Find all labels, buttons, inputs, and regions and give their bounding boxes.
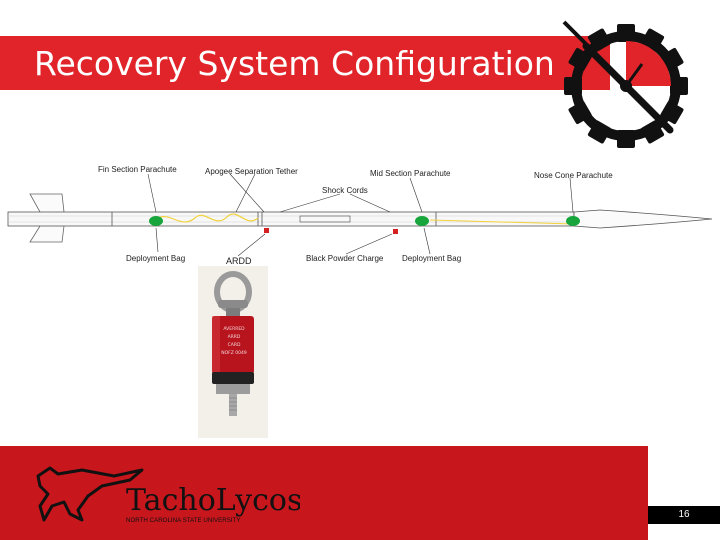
engraving-line-2: ARRD xyxy=(228,334,241,340)
mid-section-parachute-mark xyxy=(415,216,429,226)
logo-name: TachoLycos xyxy=(126,483,300,518)
logo-subtitle: NORTH CAROLINA STATE UNIVERSITY xyxy=(126,517,240,524)
gear-gauge-icon xyxy=(562,20,688,148)
nose-tether xyxy=(429,219,575,225)
label-shock-cords: Shock Cords xyxy=(322,186,368,195)
label-ardd: ARDD xyxy=(226,256,252,266)
ardd-red-body xyxy=(212,316,254,374)
title-banner xyxy=(0,36,610,90)
black-powder-charge-mark xyxy=(393,229,398,234)
fin-section-parachute-mark xyxy=(149,216,163,226)
engraving-line-3: CARD xyxy=(228,342,241,348)
engraving-line-4: NOFZ 0049 xyxy=(221,350,247,356)
label-fin-section-parachute: Fin Section Parachute xyxy=(98,165,177,174)
tacholycos-logo: TachoLycos NORTH CAROLINA STATE UNIVERSI… xyxy=(36,466,300,524)
threaded-bolt xyxy=(229,394,237,416)
wolf-icon xyxy=(36,466,144,522)
apogee-tether xyxy=(155,213,259,223)
page-number: 16 xyxy=(648,506,720,524)
label-mid-section-parachute: Mid Section Parachute xyxy=(370,169,451,178)
slide-title: Recovery System Configuration xyxy=(34,44,555,83)
label-apogee-separation-tether: Apogee Separation Tether xyxy=(205,167,298,176)
label-deployment-bag-left: Deployment Bag xyxy=(126,254,186,263)
footer-band xyxy=(0,446,648,540)
label-deployment-bag-right: Deployment Bag xyxy=(402,254,462,263)
engraving-line-1: AVERRED xyxy=(223,326,245,332)
nose-cone xyxy=(573,209,713,229)
ardd-mark xyxy=(264,228,269,233)
label-nose-cone-parachute: Nose Cone Parachute xyxy=(534,171,613,180)
nose-cone-parachute-mark xyxy=(566,216,580,226)
ardd-photo: AVERRED ARRD CARD NOFZ 0049 xyxy=(198,266,268,438)
label-black-powder-charge: Black Powder Charge xyxy=(306,254,384,263)
rocket-body-tube xyxy=(7,211,575,227)
rocket-recovery-diagram xyxy=(7,173,713,257)
